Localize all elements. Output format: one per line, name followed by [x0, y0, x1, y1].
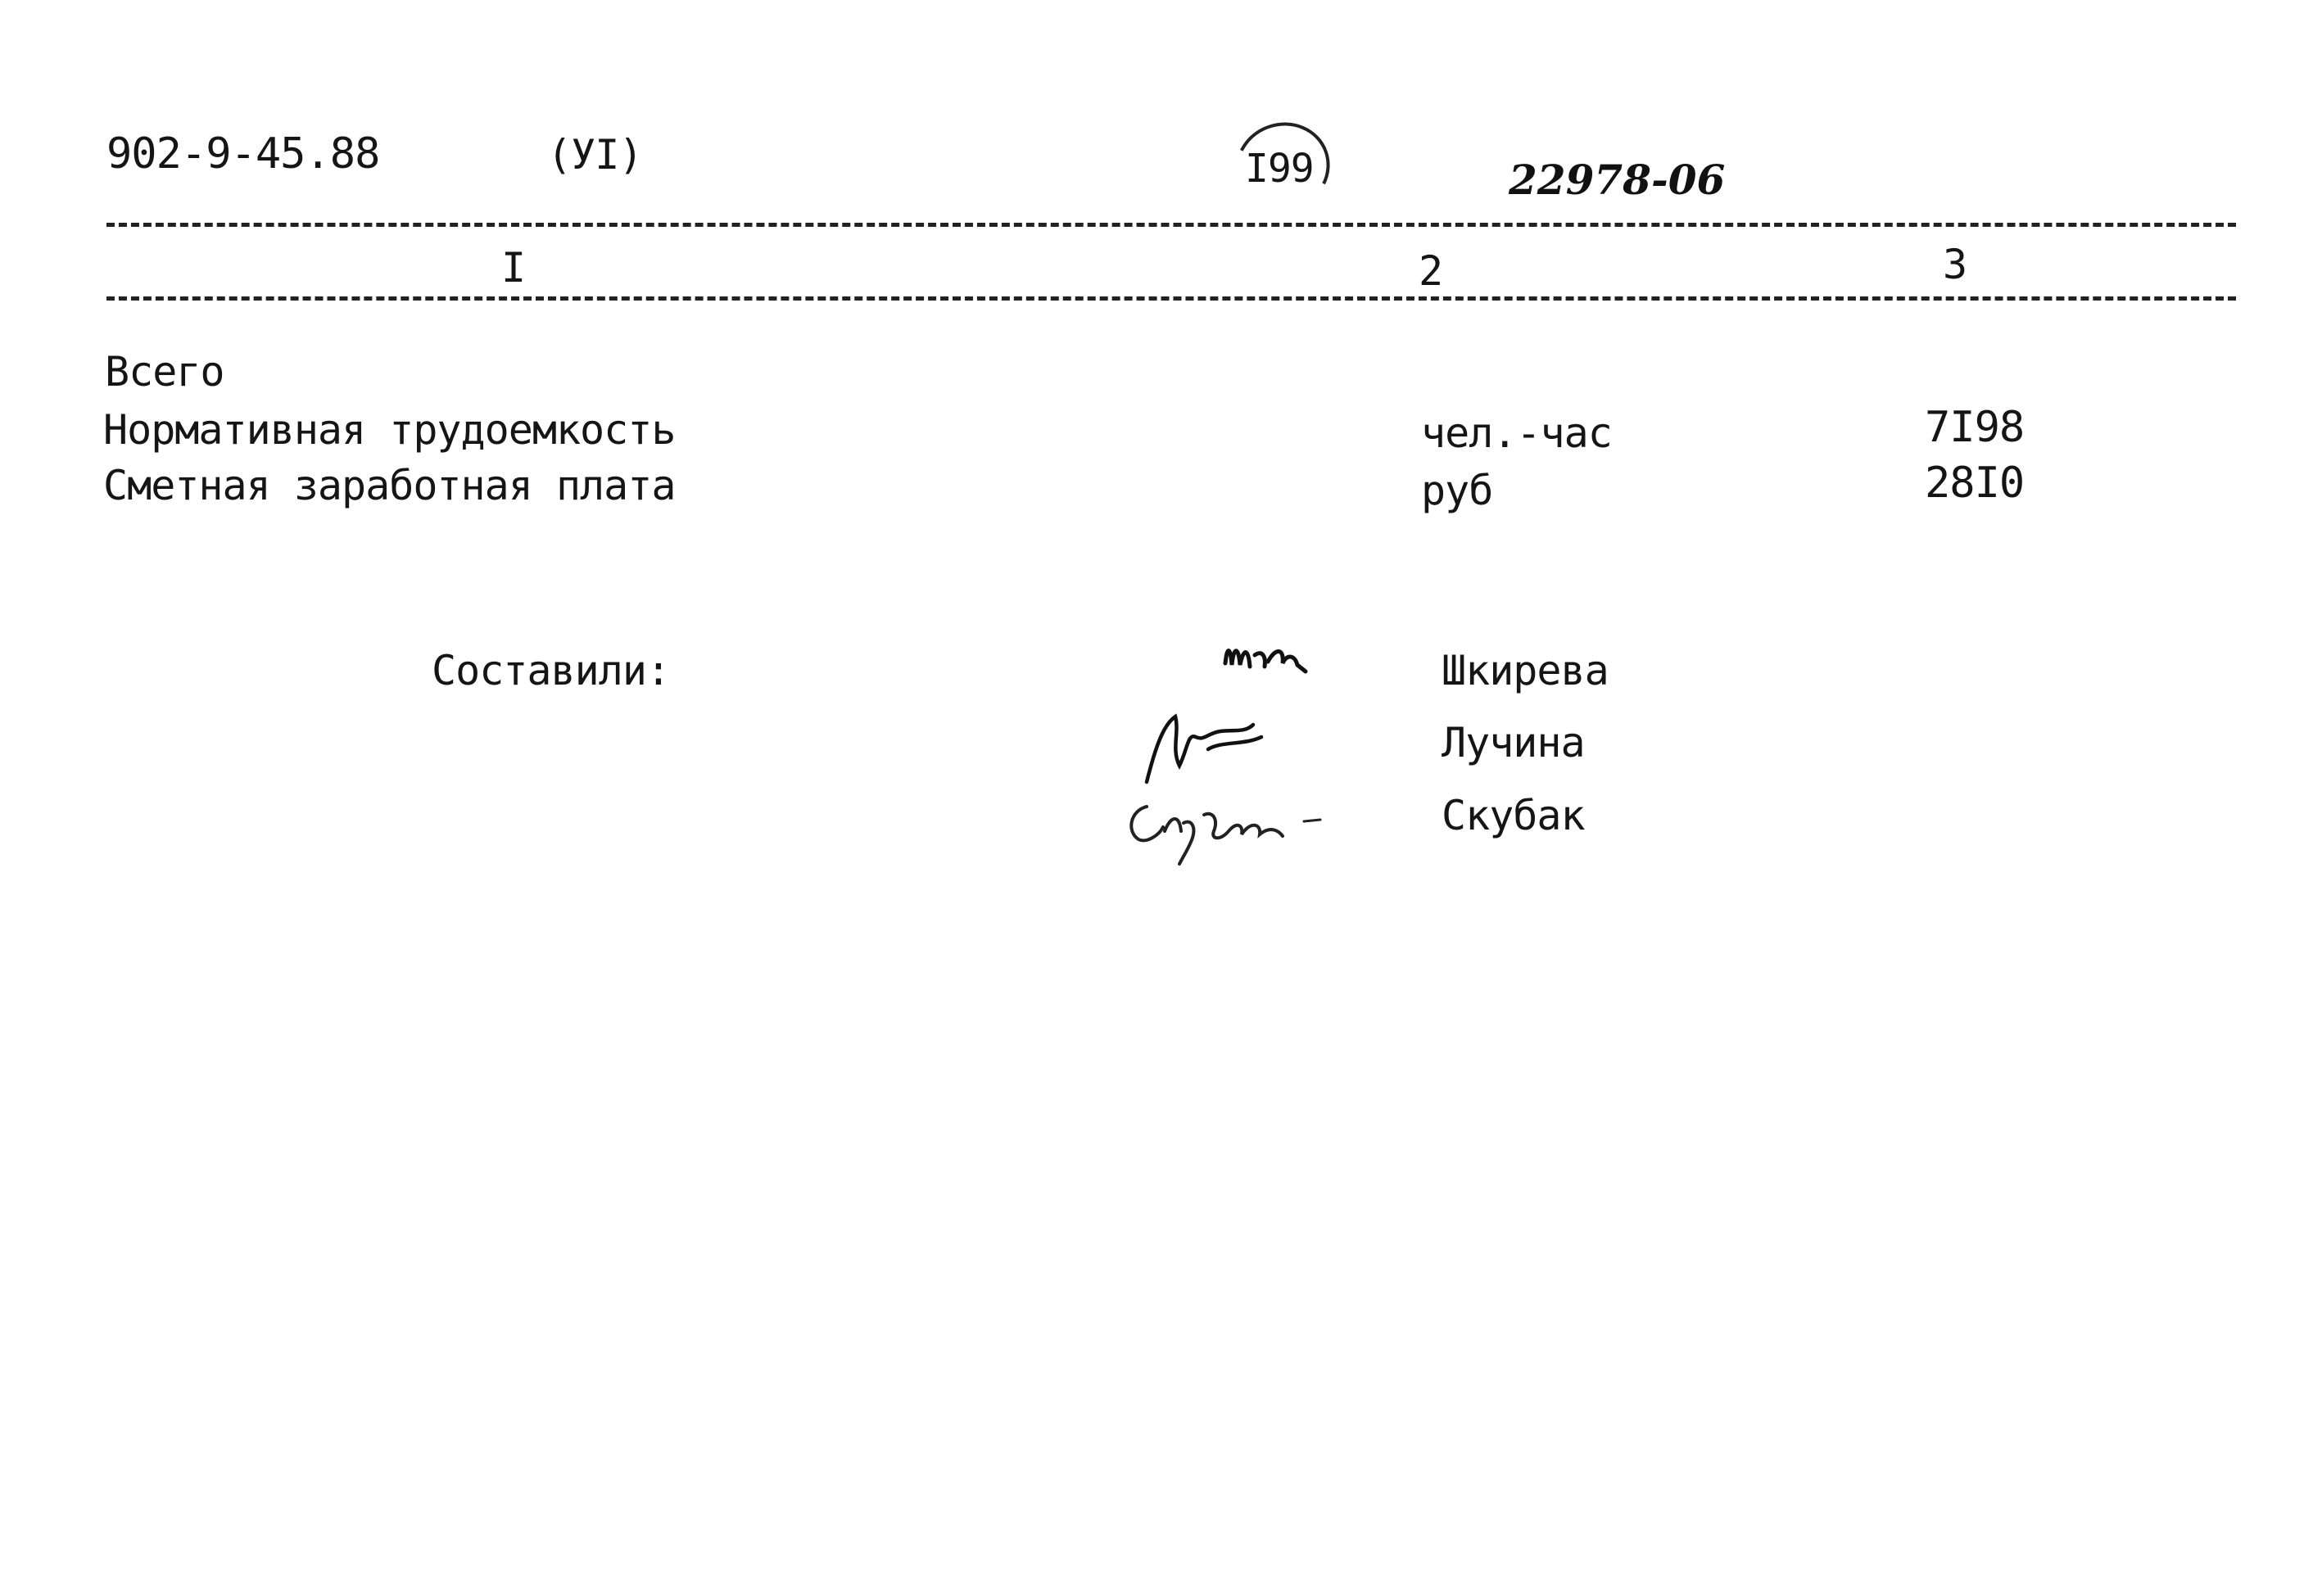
estimated-wages-label: Сметная заработная плата: [103, 462, 676, 509]
signature-skubak: [1114, 782, 1360, 880]
document-code-text: 902-9-45.88: [106, 129, 380, 179]
column-1-header: I: [501, 244, 526, 292]
section-number: (УI): [547, 131, 643, 179]
estimated-wages-unit: руб: [1421, 467, 1493, 514]
section-number-text: (УI): [547, 131, 643, 179]
document-number: 22978-06: [1509, 156, 1725, 204]
compiler-name-text: Лучина: [1442, 719, 1586, 766]
compiler-name-text: Шкирева: [1442, 647, 1609, 694]
column-1-header-text: I: [501, 244, 526, 292]
signature-shkireva: [1219, 631, 1325, 688]
compiler-name: Шкирева: [1442, 647, 1609, 694]
summary-row-label: Сметная заработная плата: [103, 462, 676, 509]
labor-intensity-unit: чел.-час: [1421, 409, 1613, 457]
total-label: Всего: [105, 348, 225, 396]
summary-row-unit: чел.-час: [1421, 409, 1613, 457]
column-3-header-text: 3: [1943, 241, 1967, 288]
compiler-name: Лучина: [1442, 719, 1586, 766]
column-3-header: 3: [1943, 241, 1967, 288]
summary-row-label: Нормативная трудоемкость: [103, 406, 676, 454]
compilers-label: Составили:: [432, 647, 671, 694]
column-2-header: 2: [1419, 247, 1443, 295]
compiler-name: Скубак: [1442, 792, 1586, 839]
document-code: 902-9-45.88: [106, 129, 380, 179]
summary-row-unit: руб: [1421, 467, 1493, 514]
column-2-header-text: 2: [1419, 247, 1443, 295]
labor-intensity-value: 7I98: [1925, 403, 2025, 452]
compilers-label-text: Составили:: [432, 647, 671, 694]
bottom-divider: [106, 296, 2236, 301]
labor-intensity-label: Нормативная трудоемкость: [103, 406, 676, 454]
summary-row-value: 28I0: [1925, 459, 2025, 508]
page-number-text: I99: [1245, 146, 1315, 192]
total-label-text: Всего: [105, 348, 225, 396]
signature-luchina: [1130, 700, 1294, 790]
document-number-text: 22978-06: [1509, 156, 1726, 204]
page-number: I99: [1245, 146, 1315, 192]
top-divider: [106, 223, 2236, 227]
summary-row-value: 7I98: [1925, 403, 2025, 452]
compiler-name-text: Скубак: [1442, 792, 1586, 839]
estimated-wages-value: 28I0: [1925, 459, 2025, 508]
